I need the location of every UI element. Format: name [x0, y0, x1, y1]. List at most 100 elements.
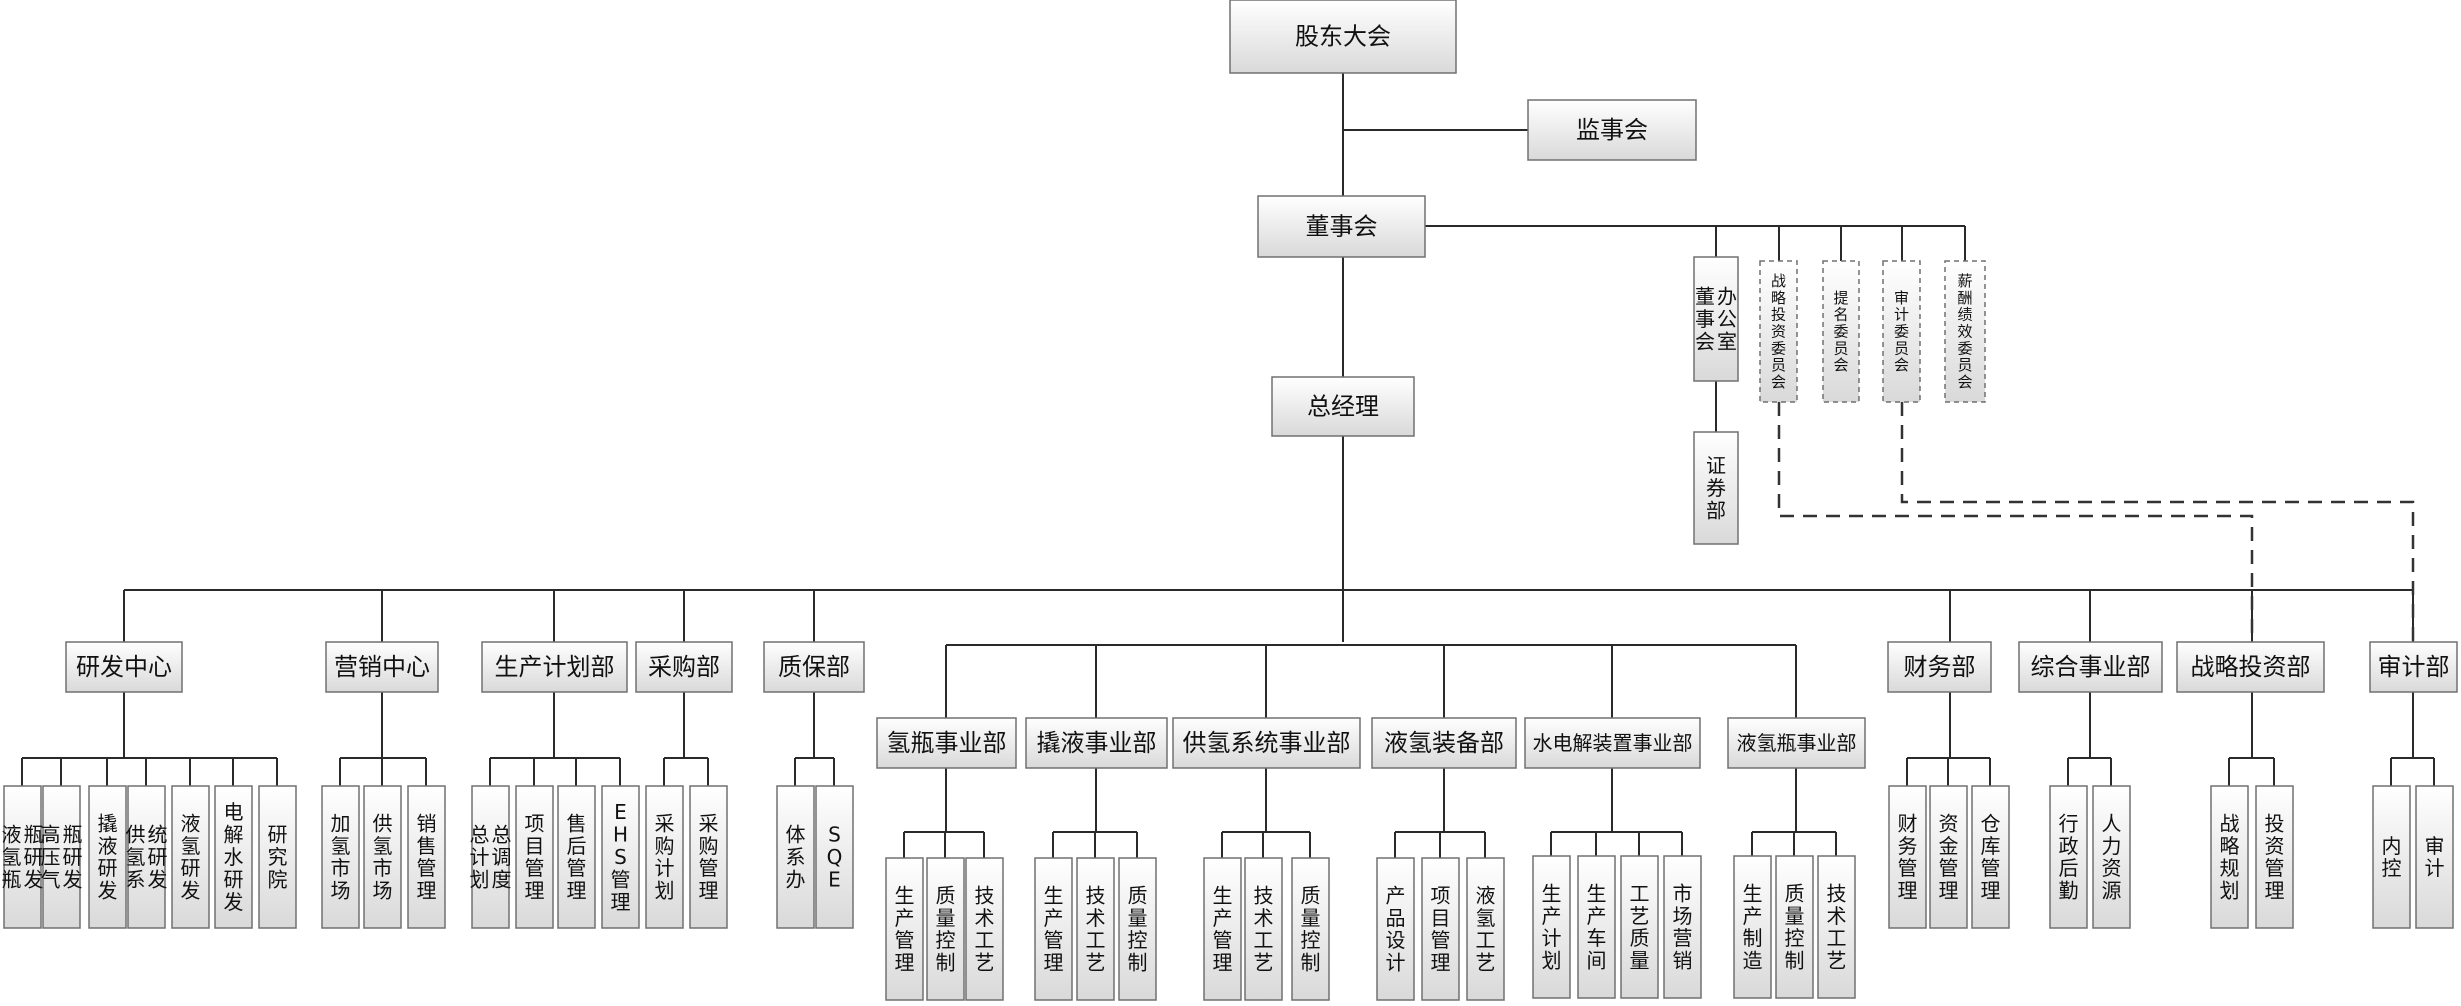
org-node-box [1663, 855, 1702, 999]
org-node-label: 技术工艺 [1086, 883, 1106, 974]
org-node-label: 财务部 [1904, 653, 1976, 681]
org-node-mk3: 销售管理 [407, 785, 446, 929]
org-node-label: 生产管理 [895, 883, 915, 974]
org-node-bu5c: 工艺质量 [1620, 855, 1659, 999]
org-node-pu2: 采购管理 [689, 785, 728, 929]
dashed-connector-line [1900, 402, 2415, 642]
org-node-bu3c: 质量控制 [1291, 857, 1330, 1001]
org-node-label: 采购计划 [655, 811, 675, 902]
org-node-yqzbb: 液氢装备部 [1371, 717, 1517, 769]
org-node-pu1: 采购计划 [645, 785, 684, 929]
org-node-box [635, 641, 733, 693]
org-node-box [1733, 855, 1772, 999]
org-node-label: 总经理 [1307, 393, 1379, 421]
org-node-zlwyh: 战略投资委员会 [1759, 260, 1798, 403]
org-node-box [689, 785, 728, 929]
org-node-box [776, 785, 815, 929]
org-node-rd6: 电解水研发 [214, 785, 253, 929]
org-node-cwb: 财务部 [1887, 641, 1992, 693]
org-node-label: 售后管理 [567, 811, 587, 902]
org-node-box [1971, 785, 2010, 929]
org-node-label: 项目管理 [525, 811, 545, 902]
org-node-label: 生产制造 [1743, 881, 1763, 972]
org-node-box [2092, 785, 2131, 929]
org-node-rd5: 液氢研发 [171, 785, 210, 929]
org-node-xcwyh: 薪酬绩效委员会 [1944, 260, 1986, 403]
org-node-label: 战略投资部 [2191, 653, 2311, 681]
org-node-label: 总计划总调度 [470, 823, 512, 892]
org-node-box [926, 857, 965, 1001]
org-node-bu6a: 生产制造 [1733, 855, 1772, 999]
org-node-box [1775, 855, 1814, 999]
org-node-dshbgs: 董事会办公室 [1693, 256, 1739, 382]
org-node-label: 液氢装备部 [1384, 729, 1504, 757]
org-node-box [1203, 857, 1242, 1001]
org-node-fi3: 仓库管理 [1971, 785, 2010, 929]
org-node-yfzx: 研发中心 [65, 641, 183, 693]
org-node-label: 综合事业部 [2031, 653, 2151, 681]
org-node-bu2c: 质量控制 [1118, 857, 1157, 1001]
org-node-bu5d: 市场营销 [1663, 855, 1702, 999]
org-node-box [2049, 785, 2088, 929]
org-node-label: 高压气瓶研发 [41, 823, 83, 892]
org-node-scjhb: 生产计划部 [481, 641, 628, 693]
org-node-cgb: 采购部 [635, 641, 733, 693]
org-node-hr1: 行政后勤 [2049, 785, 2088, 929]
org-node-box [1376, 857, 1415, 1001]
org-node-label: 战略投资委员会 [1771, 272, 1786, 391]
org-node-box [1466, 857, 1505, 1001]
org-node-box [1118, 857, 1157, 1001]
org-node-box [1271, 376, 1415, 437]
org-node-label: 氢瓶事业部 [887, 729, 1007, 757]
org-node-bu1c: 技术工艺 [965, 857, 1004, 1001]
org-node-box [1817, 855, 1856, 999]
org-node-box [1888, 785, 1927, 929]
org-node-dsh: 董事会 [1257, 195, 1426, 258]
org-node-label: 生产管理 [1213, 883, 1233, 974]
org-node-box [2369, 641, 2458, 693]
org-node-label: 薪酬绩效委员会 [1957, 272, 1972, 391]
org-node-si2: 投资管理 [2255, 785, 2294, 929]
org-node-label: 采购管理 [699, 811, 719, 902]
org-node-box [363, 785, 402, 929]
org-node-si1: 战略规划 [2210, 785, 2249, 929]
org-node-label: 市场营销 [1673, 881, 1693, 972]
org-node-au1: 内控 [2372, 785, 2411, 929]
org-node-label: 供氢市场 [373, 811, 393, 902]
org-node-label: 内控 [2382, 834, 2402, 880]
org-node-label: 生产计划 [1542, 881, 1562, 972]
org-node-label: 行政后勤 [2059, 811, 2079, 902]
org-node-label: 体系办 [786, 823, 806, 892]
org-node-box [2255, 785, 2294, 929]
org-node-fi2: 资金管理 [1929, 785, 1968, 929]
org-node-box [1257, 195, 1426, 258]
org-node-bu1a: 生产管理 [885, 857, 924, 1001]
org-node-box [557, 785, 596, 929]
org-node-pp2: 项目管理 [515, 785, 554, 929]
org-node-label: 质量控制 [1301, 883, 1321, 974]
org-node-label: 液氢工艺 [1476, 883, 1496, 974]
org-node-box [1421, 857, 1460, 1001]
org-node-label: 液氢瓶瓶研发 [2, 823, 44, 892]
org-node-bu4b: 项目管理 [1421, 857, 1460, 1001]
org-node-label: 撬液研发 [98, 811, 118, 902]
org-node-box [515, 785, 554, 929]
org-node-qpsyb: 氢瓶事业部 [876, 717, 1017, 769]
org-node-label: 人力资源 [2102, 811, 2122, 902]
org-node-label: 资金管理 [1939, 811, 1959, 902]
org-node-label: 董事会 [1306, 213, 1378, 241]
org-node-mk2: 供氢市场 [363, 785, 402, 929]
org-node-box [258, 785, 297, 929]
org-node-box [171, 785, 210, 929]
org-node-label: 审计委员会 [1894, 289, 1909, 374]
org-node-box [325, 641, 439, 693]
org-node-label: 液氢瓶事业部 [1737, 731, 1857, 755]
org-node-label: 供氢系统研发 [126, 823, 168, 892]
org-node-label: 销售管理 [417, 811, 437, 902]
org-node-label: 产品设计 [1386, 883, 1406, 974]
org-node-sjb: 审计部 [2369, 641, 2458, 693]
org-node-au2: 审计 [2415, 785, 2454, 929]
org-node-box [1532, 855, 1571, 999]
